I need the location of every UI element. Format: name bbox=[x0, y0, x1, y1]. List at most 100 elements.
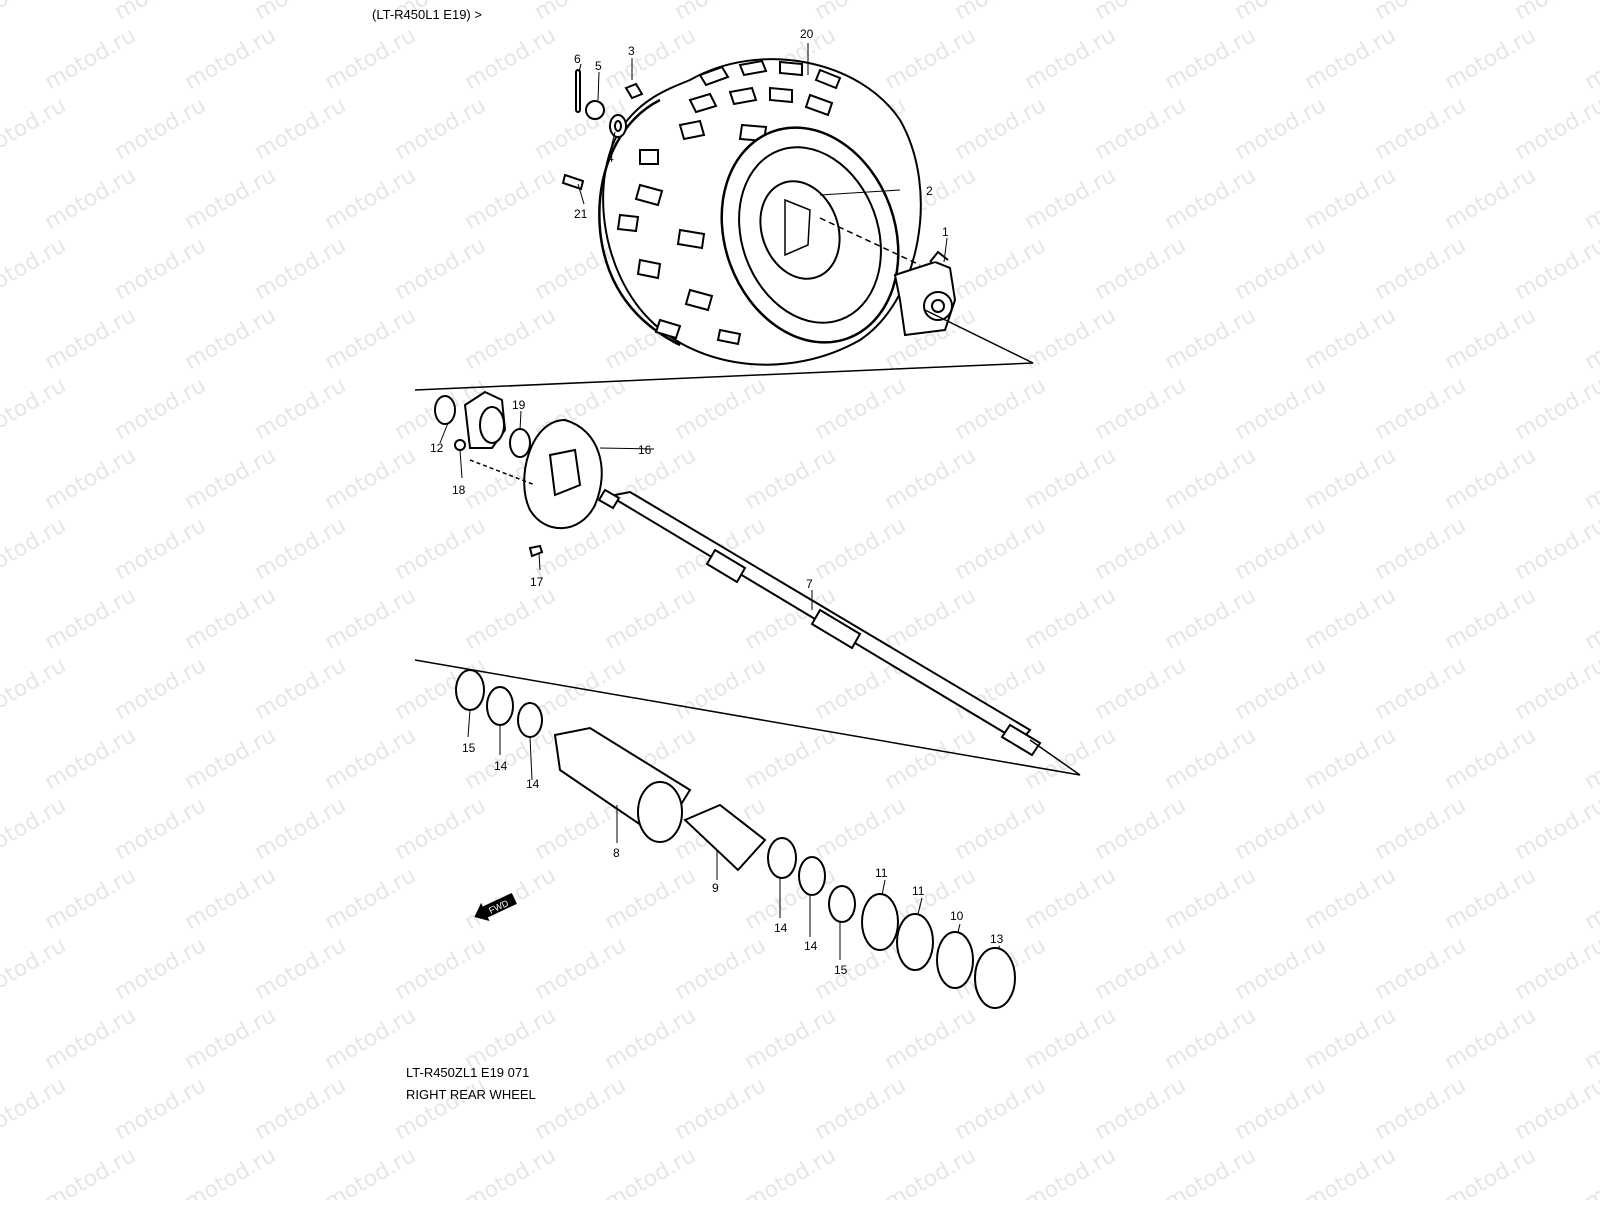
watermark-text: motod.ru bbox=[1021, 443, 1121, 515]
watermark-text: motod.ru bbox=[531, 0, 631, 25]
bearing-14-b bbox=[518, 703, 542, 737]
watermark-text: motod.ru bbox=[1441, 23, 1541, 95]
watermark-text: motod.ru bbox=[321, 443, 421, 515]
watermark-text: motod.ru bbox=[181, 23, 281, 95]
watermark-text: motod.ru bbox=[881, 23, 981, 95]
callout-3: 3 bbox=[628, 44, 635, 58]
disc-bolt bbox=[530, 546, 542, 556]
watermark-text: motod.ru bbox=[951, 373, 1051, 445]
callout-6: 6 bbox=[574, 52, 581, 66]
watermark-text: motod.ru bbox=[811, 793, 911, 865]
watermark-text: motod.ru bbox=[41, 443, 141, 515]
watermark-text: motod.ru bbox=[1441, 443, 1541, 515]
watermark-text: motod.ru bbox=[1581, 303, 1600, 375]
watermark-text: motod.ru bbox=[461, 583, 561, 655]
watermark-text: motod.ru bbox=[881, 1143, 981, 1200]
watermark-text: motod.ru bbox=[321, 723, 421, 795]
callout-20: 20 bbox=[800, 27, 814, 41]
watermark-text: motod.ru bbox=[1301, 1003, 1401, 1075]
watermark-text: motod.ru bbox=[461, 1143, 561, 1200]
watermark-text: motod.ru bbox=[1301, 443, 1401, 515]
watermark-text: motod.ru bbox=[321, 23, 421, 95]
callout-15-right: 15 bbox=[834, 963, 848, 977]
cotter-pin bbox=[576, 70, 580, 112]
watermark-text: motod.ru bbox=[1091, 0, 1191, 25]
watermark-text: motod.ru bbox=[181, 1143, 281, 1200]
watermark-text: motod.ru bbox=[321, 1143, 421, 1200]
watermark-text: motod.ru bbox=[0, 233, 70, 305]
watermark-text: motod.ru bbox=[321, 163, 421, 235]
watermark-text: motod.ru bbox=[1301, 23, 1401, 95]
watermark-text: motod.ru bbox=[1511, 373, 1600, 445]
watermark-text: motod.ru bbox=[321, 583, 421, 655]
watermark-text: motod.ru bbox=[741, 723, 841, 795]
watermark-text: motod.ru bbox=[1511, 653, 1600, 725]
callout-14-b: 14 bbox=[526, 777, 540, 791]
watermark-text: motod.ru bbox=[1091, 1073, 1191, 1145]
callout-13: 13 bbox=[990, 932, 1004, 946]
snap-ring-13 bbox=[975, 948, 1015, 1008]
callout-21: 21 bbox=[574, 207, 588, 221]
watermark-text: motod.ru bbox=[1021, 23, 1121, 95]
watermark-text: motod.ru bbox=[1371, 1073, 1471, 1145]
watermark-text: motod.ru bbox=[951, 513, 1051, 585]
watermark-text: motod.ru bbox=[1161, 723, 1261, 795]
watermark-text: motod.ru bbox=[461, 303, 561, 375]
watermark-text: motod.ru bbox=[251, 653, 351, 725]
seal-15-right bbox=[829, 886, 855, 922]
watermark-text: motod.ru bbox=[1581, 863, 1600, 935]
watermark-text: motod.ru bbox=[1231, 513, 1331, 585]
watermark-text: motod.ru bbox=[951, 0, 1051, 25]
callout-2: 2 bbox=[926, 184, 933, 198]
o-ring bbox=[435, 396, 455, 424]
watermark-text: motod.ru bbox=[1511, 0, 1600, 25]
callout-18: 18 bbox=[452, 483, 466, 497]
watermark-text: motod.ru bbox=[251, 513, 351, 585]
watermark-text: motod.ru bbox=[1581, 1003, 1600, 1075]
watermark-text: motod.ru bbox=[391, 93, 491, 165]
watermark-text: motod.ru bbox=[951, 233, 1051, 305]
watermark-text: motod.ru bbox=[181, 863, 281, 935]
watermark-text: motod.ru bbox=[1441, 863, 1541, 935]
watermark-text: motod.ru bbox=[1441, 303, 1541, 375]
watermark-text: motod.ru bbox=[1301, 723, 1401, 795]
callout-10: 10 bbox=[950, 909, 964, 923]
watermark-text: motod.ru bbox=[601, 1143, 701, 1200]
watermark-text: motod.ru bbox=[1301, 863, 1401, 935]
watermark-text: motod.ru bbox=[1441, 1003, 1541, 1075]
watermark-text: motod.ru bbox=[1371, 0, 1471, 25]
watermark-text: motod.ru bbox=[811, 933, 911, 1005]
watermark-text: motod.ru bbox=[391, 233, 491, 305]
watermark-text: motod.ru bbox=[1161, 1003, 1261, 1075]
watermark-text: motod.ru bbox=[811, 373, 911, 445]
watermark-text: motod.ru bbox=[1581, 1143, 1600, 1200]
watermark-text: motod.ru bbox=[1161, 163, 1261, 235]
watermark-text: motod.ru bbox=[251, 233, 351, 305]
watermark-text: motod.ru bbox=[1301, 303, 1401, 375]
watermark-text: motod.ru bbox=[811, 1073, 911, 1145]
callout-15-left: 15 bbox=[462, 741, 476, 755]
watermark-text: motod.ru bbox=[741, 1143, 841, 1200]
watermark-text: motod.ru bbox=[251, 93, 351, 165]
ring-10 bbox=[937, 932, 973, 988]
watermark-text: motod.ru bbox=[0, 1073, 70, 1145]
bearing-14-a bbox=[487, 687, 513, 725]
watermark-text: motod.ru bbox=[181, 1003, 281, 1075]
watermark-text: motod.ru bbox=[1301, 163, 1401, 235]
watermark-text: motod.ru bbox=[1231, 93, 1331, 165]
watermark-text: motod.ru bbox=[1371, 933, 1471, 1005]
watermark-text: motod.ru bbox=[1091, 933, 1191, 1005]
watermark-text: motod.ru bbox=[1161, 1143, 1261, 1200]
header-model: (LT-R450L1 E19) > bbox=[372, 7, 482, 22]
watermark-text: motod.ru bbox=[1091, 653, 1191, 725]
watermark-text: motod.ru bbox=[251, 0, 351, 25]
callout-12: 12 bbox=[430, 441, 444, 455]
watermark-text: motod.ru bbox=[601, 583, 701, 655]
watermark-text: motod.ru bbox=[1301, 1143, 1401, 1200]
watermark-text: motod.ru bbox=[1371, 653, 1471, 725]
watermark-text: motod.ru bbox=[601, 863, 701, 935]
watermark-text: motod.ru bbox=[181, 163, 281, 235]
watermark-text: motod.ru bbox=[321, 303, 421, 375]
watermark-text: motod.ru bbox=[1371, 513, 1471, 585]
watermark-text: motod.ru bbox=[1581, 163, 1600, 235]
